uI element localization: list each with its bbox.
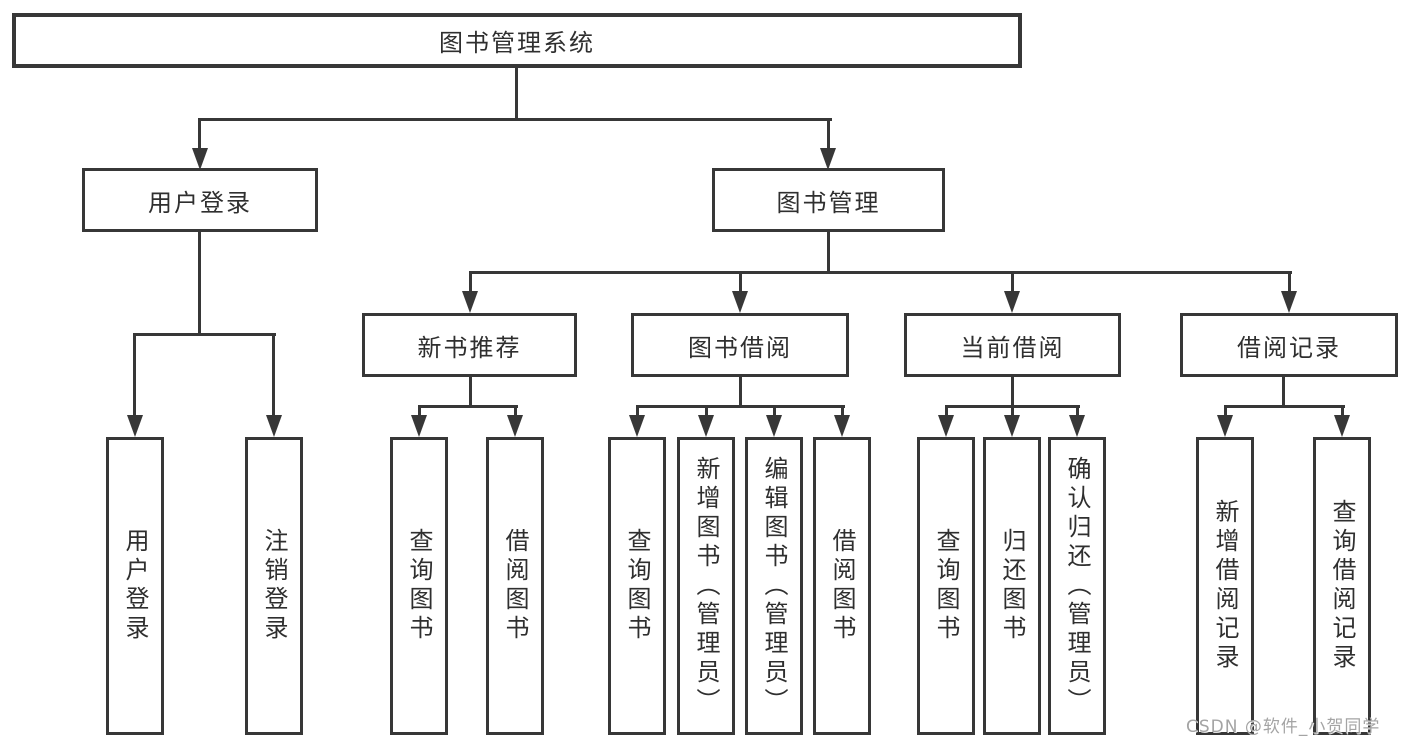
arrowhead-down-icon: [1004, 291, 1020, 313]
node-label: 查询图书: [623, 528, 651, 644]
node-label: 图书管理: [776, 188, 881, 217]
node-label: 借阅记录: [1237, 333, 1341, 362]
arrowhead-down-icon: [1217, 415, 1233, 437]
node-label: 用户登录: [148, 188, 252, 217]
connector-line: [1224, 405, 1227, 417]
connector-line: [198, 118, 832, 121]
arrowhead-down-icon: [192, 148, 208, 170]
node-borrowing-records: 借阅记录: [1180, 313, 1398, 377]
leaf-add-books-admin: 新增图书（管理员）: [677, 437, 735, 735]
connector-line: [1011, 271, 1014, 293]
connector-line: [739, 375, 742, 408]
arrowhead-down-icon: [411, 415, 427, 437]
node-label: 注销登录: [260, 528, 288, 644]
arrowhead-down-icon: [766, 415, 782, 437]
leaf-confirm-return-admin: 确认归还（管理员）: [1048, 437, 1106, 735]
connector-line: [827, 118, 830, 150]
connector-line: [198, 118, 201, 150]
connector-line: [418, 405, 518, 408]
arrowhead-down-icon: [732, 291, 748, 313]
leaf-logout: 注销登录: [245, 437, 303, 735]
node-label: 图书管理系统: [439, 29, 595, 57]
leaf-return-books: 归还图书: [983, 437, 1041, 735]
connector-line: [705, 405, 708, 417]
connector-line: [1282, 375, 1285, 408]
connector-line: [827, 230, 830, 274]
leaf-edit-books-admin: 编辑图书（管理员）: [745, 437, 803, 735]
node-current-borrowing: 当前借阅: [904, 313, 1121, 377]
connector-line: [198, 230, 201, 334]
arrowhead-down-icon: [834, 415, 850, 437]
arrowhead-down-icon: [1281, 291, 1297, 313]
node-label: 确认归还（管理员）: [1063, 455, 1091, 717]
node-label: 新增图书（管理员）: [692, 455, 720, 717]
arrowhead-down-icon: [1004, 415, 1020, 437]
leaf-query-books-borrow: 查询图书: [608, 437, 666, 735]
node-label: 编辑图书（管理员）: [760, 455, 788, 717]
node-label: 查询图书: [405, 528, 433, 644]
arrowhead-down-icon: [1069, 415, 1085, 437]
connector-line: [514, 405, 517, 417]
leaf-borrow-books: 借阅图书: [813, 437, 871, 735]
arrowhead-down-icon: [266, 415, 282, 437]
connector-line: [1224, 405, 1345, 408]
node-user-login: 用户登录: [82, 168, 318, 232]
arrowhead-down-icon: [629, 415, 645, 437]
connector-line: [636, 405, 845, 408]
connector-line: [133, 333, 276, 336]
arrowhead-down-icon: [698, 415, 714, 437]
node-label: 借阅图书: [828, 528, 856, 644]
connector-line: [1288, 271, 1291, 293]
arrowhead-down-icon: [507, 415, 523, 437]
leaf-add-borrow-record: 新增借阅记录: [1196, 437, 1254, 735]
arrowhead-down-icon: [1334, 415, 1350, 437]
node-new-book-recommendation: 新书推荐: [362, 313, 577, 377]
connector-line: [133, 333, 136, 417]
arrowhead-down-icon: [820, 148, 836, 170]
csdn-watermark: CSDN @软件_小贺同学: [1186, 717, 1381, 737]
node-label: 新增借阅记录: [1211, 499, 1239, 673]
leaf-query-borrow-record: 查询借阅记录: [1313, 437, 1371, 735]
node-label: 查询借阅记录: [1328, 499, 1356, 673]
node-label: 新书推荐: [417, 333, 522, 362]
leaf-query-books-current: 查询图书: [917, 437, 975, 735]
leaf-borrow-books-recommend: 借阅图书: [486, 437, 544, 735]
node-book-management: 图书管理: [712, 168, 945, 232]
connector-line: [773, 405, 776, 417]
connector-line: [469, 271, 472, 293]
node-book-management-system: 图书管理系统: [12, 13, 1022, 68]
node-book-borrowing: 图书借阅: [631, 313, 849, 377]
connector-line: [418, 405, 421, 417]
node-label: 用户登录: [121, 528, 149, 644]
connector-line: [841, 405, 844, 417]
connector-line: [1011, 375, 1014, 408]
connector-line: [739, 271, 742, 293]
arrowhead-down-icon: [938, 415, 954, 437]
connector-line: [1011, 405, 1014, 417]
connector-line: [469, 271, 1292, 274]
node-label: 归还图书: [998, 528, 1026, 644]
node-label: 查询图书: [932, 528, 960, 644]
connector-line: [272, 333, 275, 417]
node-label: 当前借阅: [960, 333, 1065, 362]
leaf-user-login: 用户登录: [106, 437, 164, 735]
connector-line: [636, 405, 639, 417]
connector-line: [469, 375, 472, 408]
arrowhead-down-icon: [462, 291, 478, 313]
node-label: 借阅图书: [501, 528, 529, 644]
node-label: 图书借阅: [688, 333, 792, 362]
connector-line: [1341, 405, 1344, 417]
connector-line: [515, 66, 518, 120]
arrowhead-down-icon: [127, 415, 143, 437]
connector-line: [1076, 405, 1079, 417]
connector-line: [945, 405, 948, 417]
leaf-query-books-recommend: 查询图书: [390, 437, 448, 735]
